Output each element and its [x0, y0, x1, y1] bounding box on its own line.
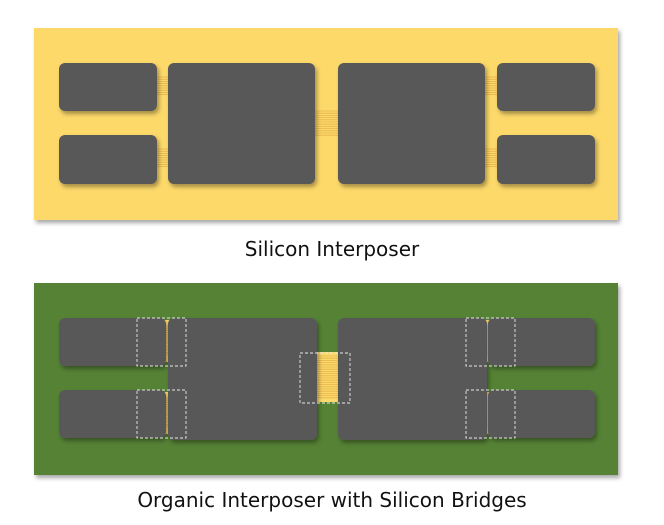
silicon-interposer-panel — [34, 28, 618, 220]
small-die-top-right — [488, 318, 595, 366]
large-die-right — [338, 318, 487, 440]
silicon-bridge-outline — [465, 317, 516, 367]
small-die-bottom-left — [59, 135, 157, 184]
silicon-bridge-outline — [465, 389, 516, 439]
silicon-bridge-outline — [136, 317, 187, 367]
small-die-top-left — [59, 63, 157, 111]
organic-interposer-panel — [34, 283, 618, 475]
large-die-right — [338, 63, 485, 184]
silicon-bridge-outline — [136, 389, 187, 439]
large-die-left — [168, 318, 317, 440]
silicon-interposer-caption: Silicon Interposer — [244, 237, 420, 261]
large-die-left — [168, 63, 315, 184]
small-die-top-right — [497, 63, 595, 111]
silicon-interposer-wires — [157, 76, 497, 168]
silicon-interposer-dies — [59, 63, 595, 184]
small-die-bottom-right — [497, 135, 595, 184]
small-die-bottom-left — [59, 390, 166, 438]
silicon-bridge-outline — [299, 352, 351, 404]
small-die-bottom-right — [488, 390, 595, 438]
silicon-bridge-wires — [166, 325, 488, 428]
organic-interposer-caption: Organic Interposer with Silicon Bridges — [137, 488, 527, 512]
small-die-top-left — [59, 318, 166, 366]
silicon-bridge-outlines — [136, 317, 516, 439]
